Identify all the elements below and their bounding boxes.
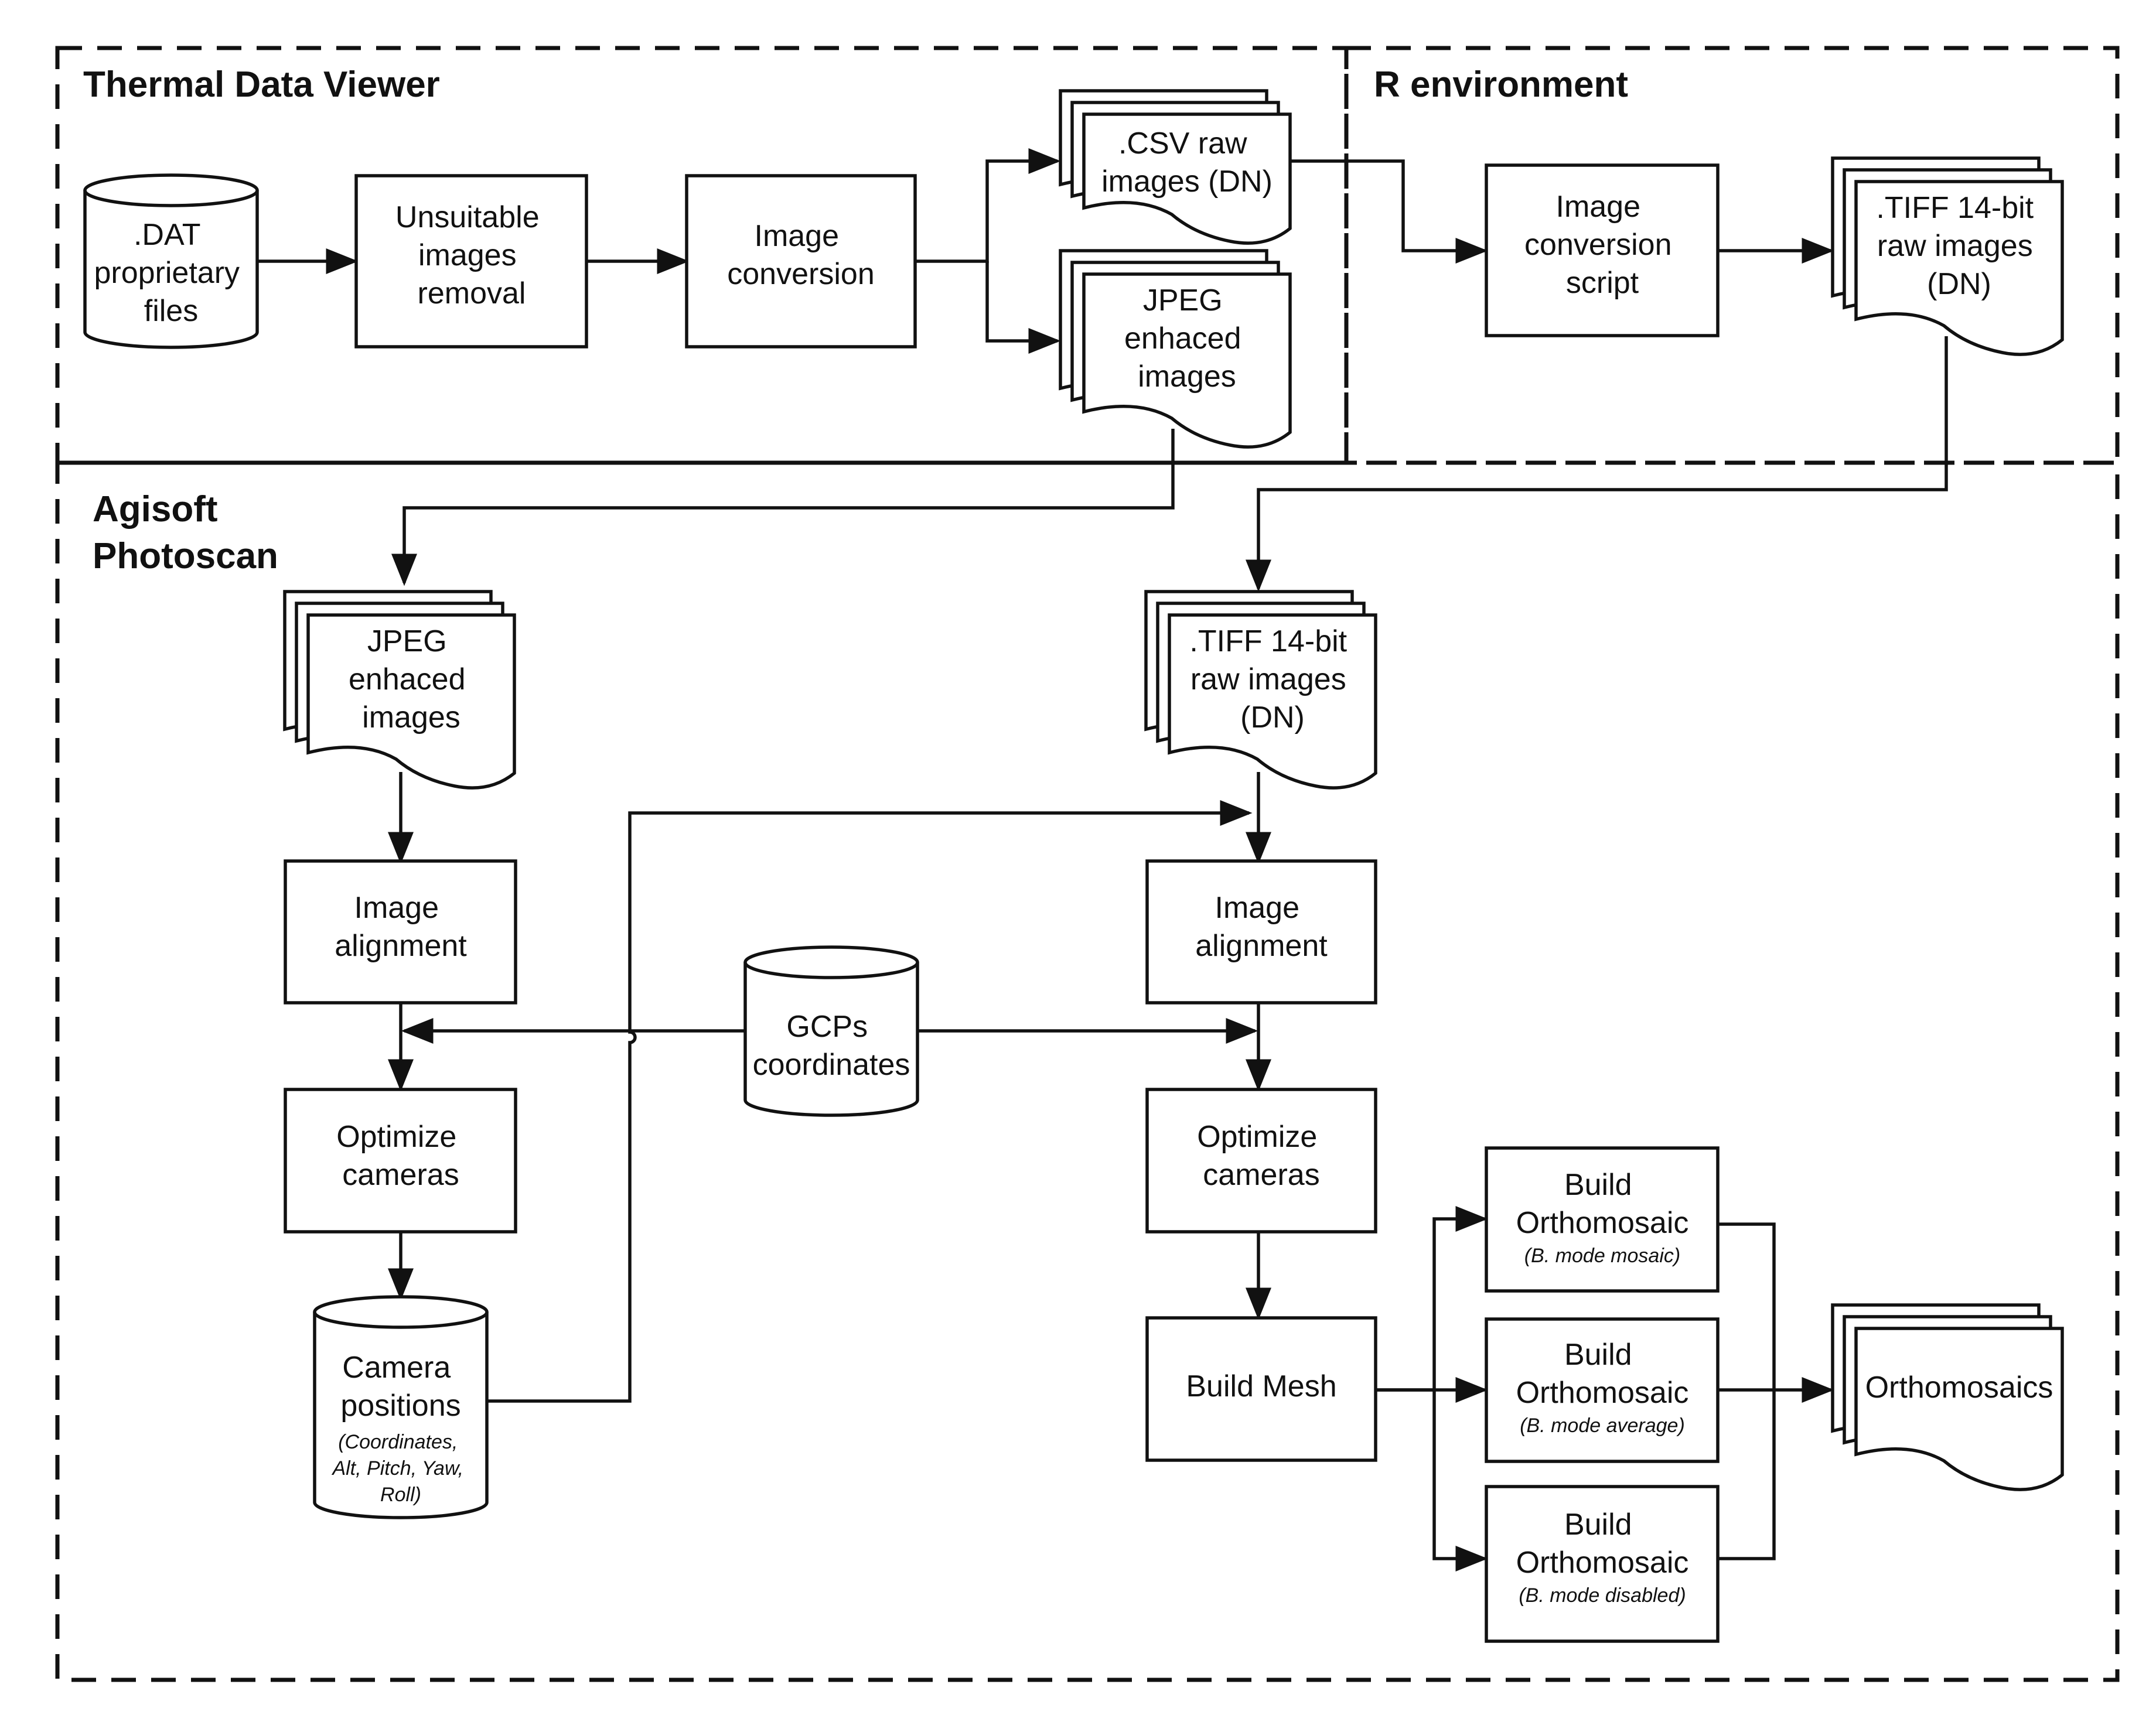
tiff-raw-images-stack-top: .TIFF 14-bit raw images (DN) [1831,156,2064,356]
tiff-raw-images-stack-mid: .TIFF 14-bit raw images (DN) [1144,590,1377,790]
image-conversion-script-box: Image conversion script [1485,163,1720,337]
arrow-jpeg-down [391,429,1175,586]
build-orthomosaic-disabled-box: Build Orthomosaic (B. mode disabled) [1485,1485,1720,1643]
svg-text:.TIFF 14-bit raw images: .TIFF 14-bit raw images (DN) [1189,624,1355,734]
region-title-r-environment: R environment [1374,64,1628,105]
build-orthomosaic-mosaic-box: Build Orthomosaic (B. mode mosaic) [1485,1146,1720,1293]
region-title-thermal: Thermal Data Viewer [83,64,440,105]
svg-text:.TIFF 14-bit raw images: .TIFF 14-bit raw images (DN) [1876,191,2042,301]
svg-text:JPEG enhaced image: JPEG enhaced images [1124,283,1250,394]
arrow-tiff-down [1246,336,1948,592]
svg-text:Optimize cameras: Optimize cameras [1197,1120,1326,1192]
arrow-csv-to-script [1287,159,1488,264]
dat-files-cylinder: .DAT proprietary files [83,173,259,349]
svg-text:Build Orthomosaic: Build Orthomosaic [1516,1338,1689,1410]
svg-text:Build Mesh: Build Mesh [1186,1369,1336,1403]
image-alignment-box-right: Image alignment [1145,859,1377,1005]
svg-text:Camera positions: Camera positions [340,1351,460,1423]
build-orthomosaic-average-box: Build Orthomosaic (B. mode average) [1485,1317,1720,1463]
region-title-agisoft: Agisoft Photoscan [93,489,278,576]
image-conversion-box: Image conversion [685,174,917,349]
camera-positions-cylinder: Camera positions (Coordinates, Alt, Pitc… [313,1295,489,1519]
orthomosaics-stack: Orthomosaics [1831,1303,2064,1491]
svg-text:Image conversion: Image conversion [727,219,874,291]
optimize-cameras-box-left: Optimize cameras [284,1088,517,1234]
jpeg-enhanced-images-stack-top: JPEG enhaced images [1059,249,1292,449]
svg-text:Build Orthomosaic: Build Orthomosaic [1516,1508,1689,1580]
connector-ortho1-join [1718,1222,1776,1390]
svg-text:(B. mode mosaic): (B. mode mosaic) [1524,1245,1680,1267]
connector-ortho3-join [1718,1390,1776,1560]
svg-text:Optimize cameras: Optimize cameras [336,1120,465,1192]
region-agisoft-photoscan [55,460,2120,1682]
svg-text:Orthomosaics: Orthomosaics [1865,1371,2053,1405]
connectors [257,148,1948,1571]
optimize-cameras-box-right: Optimize cameras [1145,1088,1377,1234]
jpeg-enhanced-images-stack-left: JPEG enhaced images [283,590,516,790]
csv-raw-images-stack: .CSV raw images (DN) [1059,89,1292,245]
svg-text:.DAT proprietary f: .DAT proprietary files [94,218,248,328]
svg-text:Image alignment: Image alignment [1195,891,1328,963]
svg-text:JPEG enhaced image: JPEG enhaced images [349,624,474,734]
unsuitable-images-removal-box: Unsuitable images removal [354,174,588,349]
arrow-conversion-to-jpeg [985,261,1061,354]
arrow-conversion-to-csv [915,148,1061,263]
svg-text:(Coordinates, Alt, Pitch: (Coordinates, Alt, Pitch, Yaw, Roll) [331,1431,469,1506]
arrow-mesh-to-ortho1 [1373,1206,1488,1392]
svg-text:Image conversion s: Image conversion script [1524,190,1680,300]
image-alignment-box-left: Image alignment [284,859,517,1005]
svg-text:.CSV raw images (DN): .CSV raw images (DN) [1101,127,1273,199]
svg-text:(B. mode average): (B. mode average) [1520,1415,1685,1437]
svg-text:Unsuitable images: Unsuitable images removal [395,200,548,310]
build-mesh-box: Build Mesh [1145,1316,1377,1462]
gcps-coordinates-cylinder: GCPs coordinates [743,945,919,1117]
svg-text:GCPs coordinates: GCPs coordinates [753,1010,910,1082]
svg-text:Image alignment: Image alignment [335,891,467,963]
svg-text:Build Orthomosaic: Build Orthomosaic [1516,1168,1689,1240]
svg-text:(B. mode disabled): (B. mode disabled) [1519,1584,1686,1607]
arrow-mesh-to-ortho3 [1432,1390,1488,1571]
